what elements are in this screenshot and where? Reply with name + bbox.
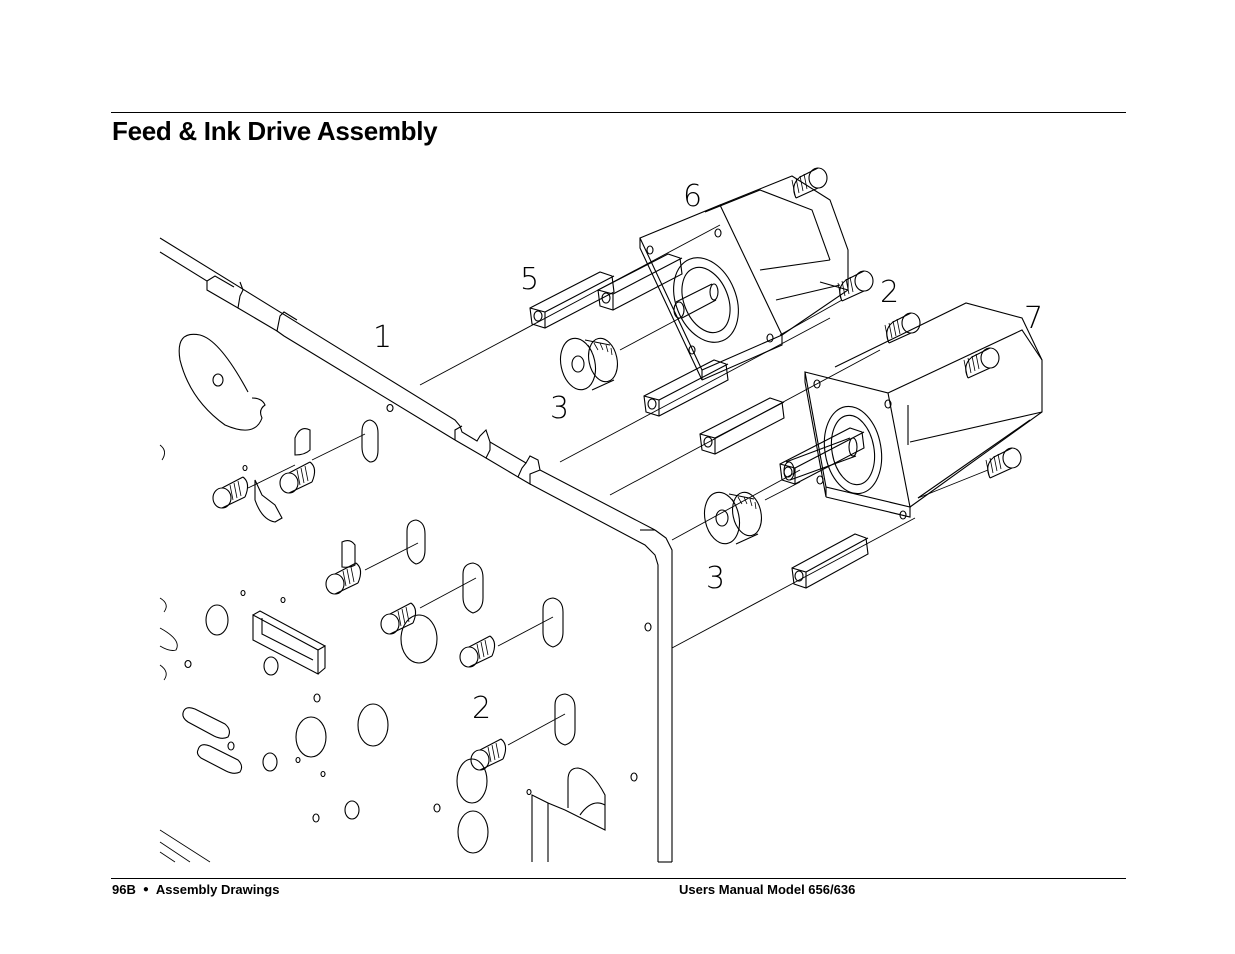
upper-motor [419, 175, 849, 463]
standoff-f [791, 533, 869, 589]
screw-h [837, 270, 874, 302]
screw-c [325, 542, 419, 595]
callout-1: 1 [373, 320, 392, 355]
callout-2-upper: 2 [880, 275, 899, 310]
pulley-upper [559, 317, 681, 391]
page-number: 96B [112, 882, 136, 897]
standoff-a [529, 271, 615, 329]
footer-left: 96B ● Assembly Drawings [112, 882, 279, 897]
side-plate [159, 237, 673, 863]
callout-3-upper: 3 [550, 391, 569, 426]
pulleys [559, 317, 801, 545]
manual-name: Users Manual Model 656/636 [679, 882, 856, 897]
callout-6: 6 [683, 179, 702, 214]
screw-g [791, 167, 828, 199]
standoffs [529, 253, 869, 589]
pulley-lower [703, 481, 801, 545]
bullet-separator: ● [142, 884, 149, 895]
plate-screws [212, 433, 566, 771]
screw-j [963, 347, 1000, 379]
screw-b [212, 464, 296, 509]
callout-3-lower: 3 [706, 561, 725, 596]
page-title: Feed & Ink Drive Assembly [112, 116, 438, 146]
screw-a [279, 433, 366, 494]
callout-2-lower: 2 [472, 691, 491, 726]
screw-i [884, 312, 921, 344]
header-rule [111, 112, 1126, 113]
upper-motor-screws [779, 167, 874, 336]
standoff-b [597, 253, 683, 311]
standoff-c [643, 359, 729, 417]
standoff-d [699, 397, 785, 455]
lower-motor [609, 302, 1043, 649]
screw-d [380, 577, 477, 635]
plate-slots [254, 419, 576, 746]
disc [178, 333, 266, 431]
screw-e [459, 616, 554, 668]
callout-7: 7 [1024, 301, 1043, 336]
footer-rule [111, 878, 1126, 879]
section-name: Assembly Drawings [155, 882, 280, 897]
lower-motor-screws [884, 312, 1022, 499]
screw-f [470, 713, 566, 771]
screw-k [985, 447, 1022, 479]
plate-holes [182, 403, 652, 854]
callout-5: 5 [520, 262, 539, 297]
